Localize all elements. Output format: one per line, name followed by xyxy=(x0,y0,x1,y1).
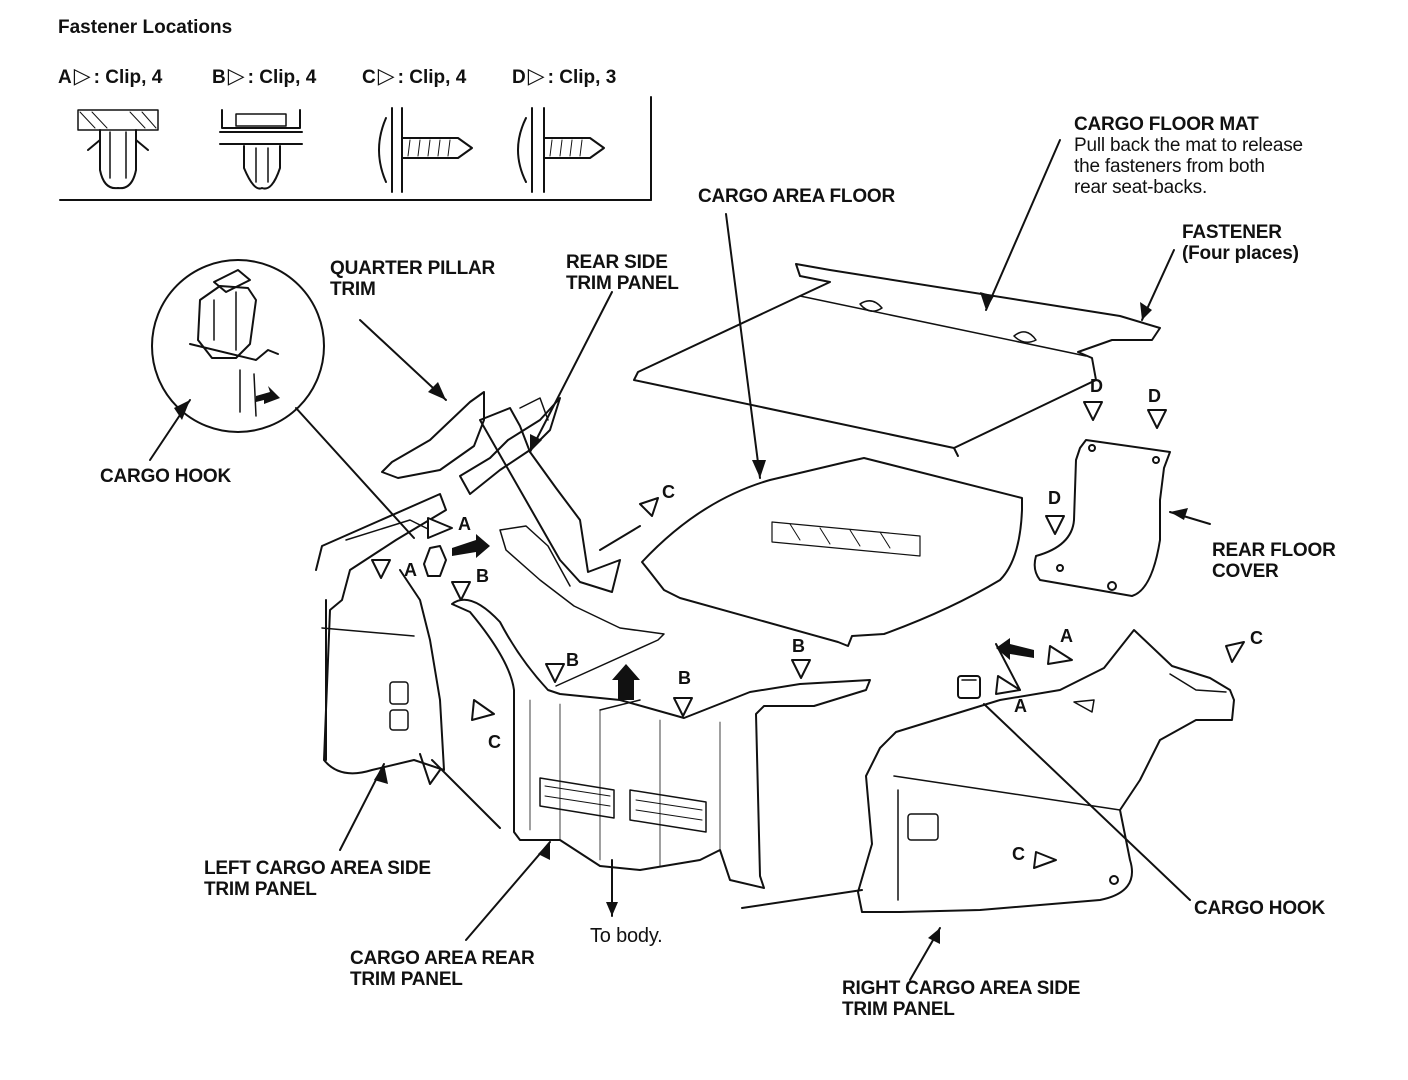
clip-d-legend: D▷: Clip, 3 xyxy=(512,63,616,89)
tag-c: C xyxy=(662,482,675,502)
left-cargo-area-side-trim-panel-label: LEFT CARGO AREA SIDE TRIM PANEL xyxy=(204,858,431,900)
fastener-inset-frame xyxy=(59,96,652,201)
rear-side-trim-panel-line-1: REAR SIDE xyxy=(566,252,668,273)
fastener-label-line-1: FASTENER xyxy=(1182,222,1282,243)
cargo-hook-left-label: CARGO HOOK xyxy=(100,466,232,487)
cargo-floor-mat-note-3: rear seat-backs. xyxy=(1074,177,1208,198)
removal-direction-arrows xyxy=(256,386,1034,700)
clip-location-triangles xyxy=(371,401,1245,869)
cargo-floor-mat-label: CARGO FLOOR MAT Pull back the mat to rel… xyxy=(1074,114,1303,198)
clip-b-text: : Clip, 4 xyxy=(247,67,317,88)
quarter-pillar-trim-shape xyxy=(381,391,621,593)
left-side-trim-panel-shape xyxy=(315,493,447,785)
cargo-floor-mat-shape xyxy=(633,263,1161,457)
quarter-pillar-trim-label: QUARTER PILLAR TRIM xyxy=(330,258,495,300)
fastener-label: FASTENER (Four places) xyxy=(1182,222,1299,264)
clip-a-legend: A▷: Clip, 4 xyxy=(58,63,162,89)
tag-a: A xyxy=(1014,696,1027,716)
clip-a-icon xyxy=(77,109,159,190)
tag-c: C xyxy=(1250,628,1263,648)
cargo-floor-mat-note-2: the fasteners from both xyxy=(1074,156,1265,177)
rear-floor-cover-line-1: REAR FLOOR xyxy=(1212,540,1336,561)
clip-c-icon xyxy=(378,107,473,193)
tag-b: B xyxy=(566,650,579,670)
leader-arrowheads xyxy=(174,292,1188,944)
tag-b: B xyxy=(678,668,691,688)
rear-side-trim-panel-label: REAR SIDE TRIM PANEL xyxy=(566,252,679,294)
left-side-trim-line-2: TRIM PANEL xyxy=(204,879,317,900)
rear-floor-cover-line-2: COVER xyxy=(1212,561,1279,582)
clip-d-letter: D xyxy=(512,67,526,88)
right-side-trim-panel-shape xyxy=(857,629,1235,913)
left-side-trim-line-1: LEFT CARGO AREA SIDE xyxy=(204,858,431,879)
to-body-label: To body. xyxy=(590,925,663,947)
tag-a: A xyxy=(1060,626,1073,646)
tag-d: D xyxy=(1090,376,1103,396)
clip-c-symbol-icon: ▷ xyxy=(377,63,395,88)
clip-c-letter: C xyxy=(362,67,376,88)
quarter-pillar-trim-line-2: TRIM xyxy=(330,279,376,300)
clip-b-symbol-icon: ▷ xyxy=(227,63,245,88)
tag-a: A xyxy=(404,560,417,580)
clip-d-symbol-icon: ▷ xyxy=(527,63,545,88)
cargo-area-rear-trim-panel-shape xyxy=(451,525,871,889)
clip-d-icon xyxy=(517,107,605,193)
clip-a-symbol-icon: ▷ xyxy=(73,63,91,88)
quarter-pillar-trim-line-1: QUARTER PILLAR xyxy=(330,258,496,279)
right-side-trim-line-2: TRIM PANEL xyxy=(842,999,955,1020)
cargo-hook-detail-circle xyxy=(151,259,325,433)
rear-trim-line-1: CARGO AREA REAR xyxy=(350,948,535,969)
cargo-floor-mat-title: CARGO FLOOR MAT xyxy=(1074,114,1259,135)
cargo-area-rear-trim-panel-label: CARGO AREA REAR TRIM PANEL xyxy=(350,948,535,990)
tag-c: C xyxy=(488,732,501,752)
clip-b-legend: B▷: Clip, 4 xyxy=(212,63,316,89)
clip-a-letter: A xyxy=(58,67,72,88)
cargo-area-floor-shape xyxy=(641,457,1023,647)
right-side-trim-line-1: RIGHT CARGO AREA SIDE xyxy=(842,978,1081,999)
clip-b-icon xyxy=(219,109,303,190)
rear-floor-cover-shape xyxy=(1033,439,1171,597)
clip-c-text: : Clip, 4 xyxy=(397,67,467,88)
clip-a-text: : Clip, 4 xyxy=(93,67,163,88)
cargo-floor-mat-note-1: Pull back the mat to release xyxy=(1074,135,1303,156)
clip-d-text: : Clip, 3 xyxy=(547,67,617,88)
clip-b-letter: B xyxy=(212,67,226,88)
right-cargo-area-side-trim-panel-label: RIGHT CARGO AREA SIDE TRIM PANEL xyxy=(842,978,1080,1020)
tag-d: D xyxy=(1048,488,1061,508)
rear-floor-cover-label: REAR FLOOR COVER xyxy=(1212,540,1336,582)
clip-c-legend: C▷: Clip, 4 xyxy=(362,63,466,89)
tag-d: D xyxy=(1148,386,1161,406)
tag-c: C xyxy=(1012,844,1025,864)
fastener-label-line-2: (Four places) xyxy=(1182,243,1299,264)
leader-lines xyxy=(149,139,1211,981)
cargo-hook-part-left xyxy=(423,545,447,577)
tag-a: A xyxy=(458,514,471,534)
rear-trim-line-2: TRIM PANEL xyxy=(350,969,463,990)
tag-b: B xyxy=(792,636,805,656)
rear-side-trim-panel-line-2: TRIM PANEL xyxy=(566,273,679,294)
cargo-area-floor-label: CARGO AREA FLOOR xyxy=(698,186,895,207)
cargo-hook-part-right xyxy=(957,675,981,699)
cargo-hook-right-label: CARGO HOOK xyxy=(1194,898,1326,919)
tag-b: B xyxy=(476,566,489,586)
fastener-locations-title: Fastener Locations xyxy=(58,17,233,38)
